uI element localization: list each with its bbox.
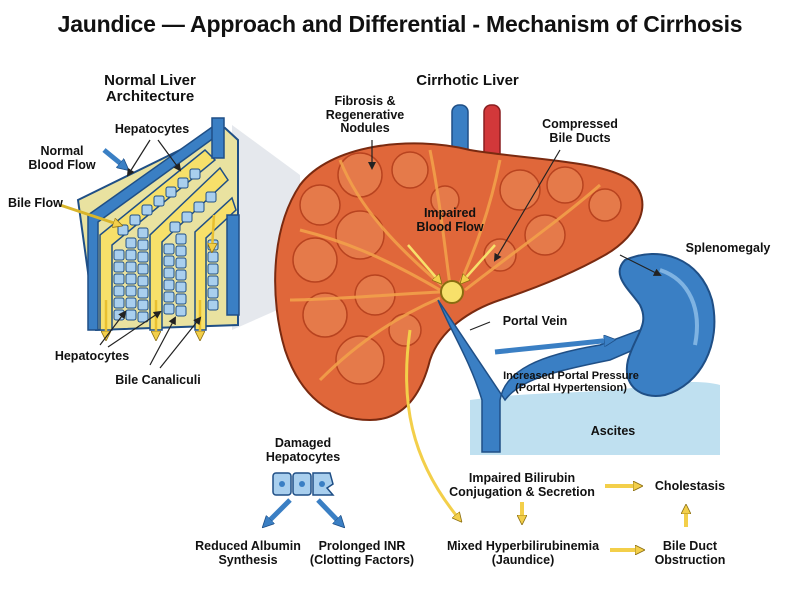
bile-canaliculi-label: Bile Canaliculi [115, 373, 201, 387]
reduced-albumin-label: Reduced Albumin Synthesis [195, 539, 301, 567]
portal-vein-label: Portal Vein [502, 314, 568, 328]
hepatocytes-bottom-label: Hepatocytes [54, 349, 130, 363]
prolonged-inr-label: Prolonged INR (Clotting Factors) [309, 539, 415, 567]
portal-pressure-label: Increased Portal Pressure (Portal Hypert… [503, 370, 639, 394]
damaged-hepatocytes-label: Damaged Hepatocytes [265, 436, 341, 464]
normal-blood-flow-label: Normal Blood Flow [28, 144, 96, 172]
consequences-flow [265, 329, 686, 550]
cirrhotic-liver-illustration [274, 104, 720, 455]
ascites-label: Ascites [590, 424, 636, 438]
fibrosis-label: Fibrosis & Regenerative Nodules [325, 94, 405, 135]
cirrhotic-liver-heading: Cirrhotic Liver [416, 72, 519, 89]
bile-duct-obstruction-label: Bile Duct Obstruction [654, 539, 726, 567]
impaired-bilirubin-label: Impaired Bilirubin Conjugation & Secreti… [449, 471, 595, 499]
normal-liver-illustration [59, 117, 300, 369]
compressed-bile-ducts-label: Compressed Bile Ducts [542, 117, 618, 145]
normal-liver-heading: Normal Liver Architecture [104, 72, 196, 106]
cholestasis-label: Cholestasis [654, 479, 726, 493]
hepatocytes-top-label: Hepatocytes [114, 122, 190, 136]
bile-flow-label: Bile Flow [8, 196, 63, 210]
page-title: Jaundice — Approach and Differential - M… [57, 11, 743, 37]
impaired-blood-flow-label: Impaired Blood Flow [416, 206, 484, 234]
mixed-hyperbilirubinemia-label: Mixed Hyperbilirubinemia (Jaundice) [446, 539, 600, 567]
splenomegaly-label: Splenomegaly [685, 241, 771, 255]
